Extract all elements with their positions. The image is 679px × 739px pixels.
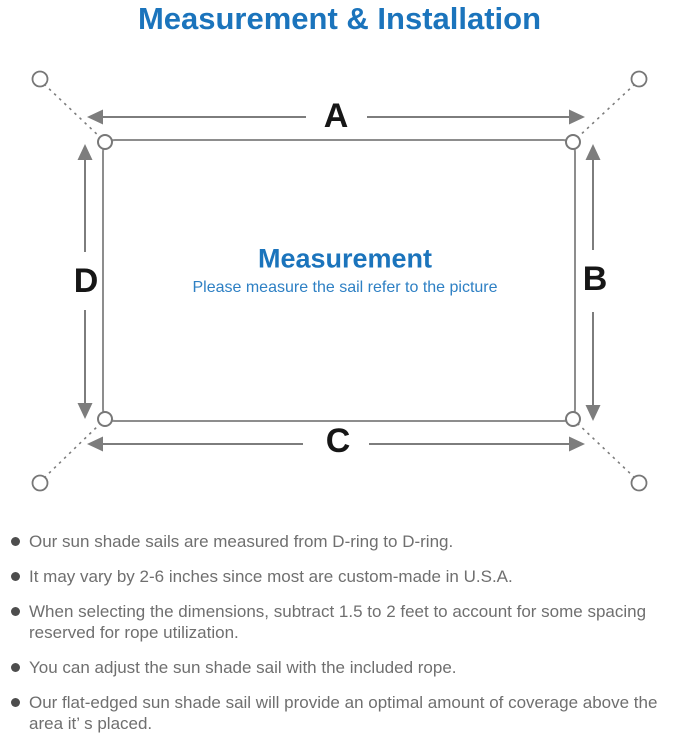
bullet-icon — [11, 607, 20, 616]
d-ring-top-right-icon — [565, 134, 581, 150]
anchor-ring-top-right-icon — [630, 70, 648, 88]
bullet-icon — [11, 663, 20, 672]
dim-label-a: A — [323, 97, 349, 135]
page-title: Measurement & Installation — [137, 1, 542, 36]
anchor-ring-bottom-right-icon — [630, 474, 648, 492]
note-item: When selecting the dimensions, subtract … — [6, 601, 666, 643]
dim-label-c: C — [325, 422, 351, 460]
anchor-ring-top-left-icon — [31, 70, 49, 88]
dimension-arrow-d — [77, 144, 93, 419]
diagram-heading: Measurement — [257, 243, 433, 274]
notes-list: Our sun shade sails are measured from D-… — [6, 531, 666, 739]
sail-diagram — [31, 70, 648, 492]
note-text: When selecting the dimensions, subtract … — [29, 602, 647, 642]
d-rings — [97, 134, 581, 427]
dimension-arrow-a — [87, 109, 585, 125]
bullet-icon — [11, 698, 20, 707]
rope-bottom-right — [575, 421, 636, 479]
note-item: Our flat-edged sun shade sail will provi… — [6, 692, 666, 734]
bullet-icon — [11, 572, 20, 581]
note-text: Our flat-edged sun shade sail will provi… — [29, 693, 658, 733]
rope-bottom-left — [43, 421, 103, 479]
bullet-icon — [11, 537, 20, 546]
dim-label-b: B — [582, 260, 608, 298]
rope-top-right — [575, 83, 636, 140]
anchor-ring-bottom-left-icon — [31, 474, 49, 492]
anchor-points — [31, 70, 648, 492]
dim-label-d: D — [73, 262, 99, 300]
note-text: You can adjust the sun shade sail with t… — [29, 658, 457, 677]
diagram-subheading: Please measure the sail refer to the pic… — [192, 279, 498, 296]
note-item: You can adjust the sun shade sail with t… — [6, 657, 666, 678]
dimension-arrow-b — [585, 144, 601, 421]
d-ring-top-left-icon — [97, 134, 113, 150]
dimension-arrow-c — [87, 436, 585, 452]
rope-top-left — [43, 83, 103, 140]
note-text: It may vary by 2-6 inches since most are… — [29, 567, 513, 586]
note-item: Our sun shade sails are measured from D-… — [6, 531, 666, 552]
d-ring-bottom-right-icon — [565, 411, 581, 427]
sail-outline — [102, 139, 576, 422]
d-ring-bottom-left-icon — [97, 411, 113, 427]
note-text: Our sun shade sails are measured from D-… — [29, 532, 454, 551]
note-item: It may vary by 2-6 inches since most are… — [6, 566, 666, 587]
